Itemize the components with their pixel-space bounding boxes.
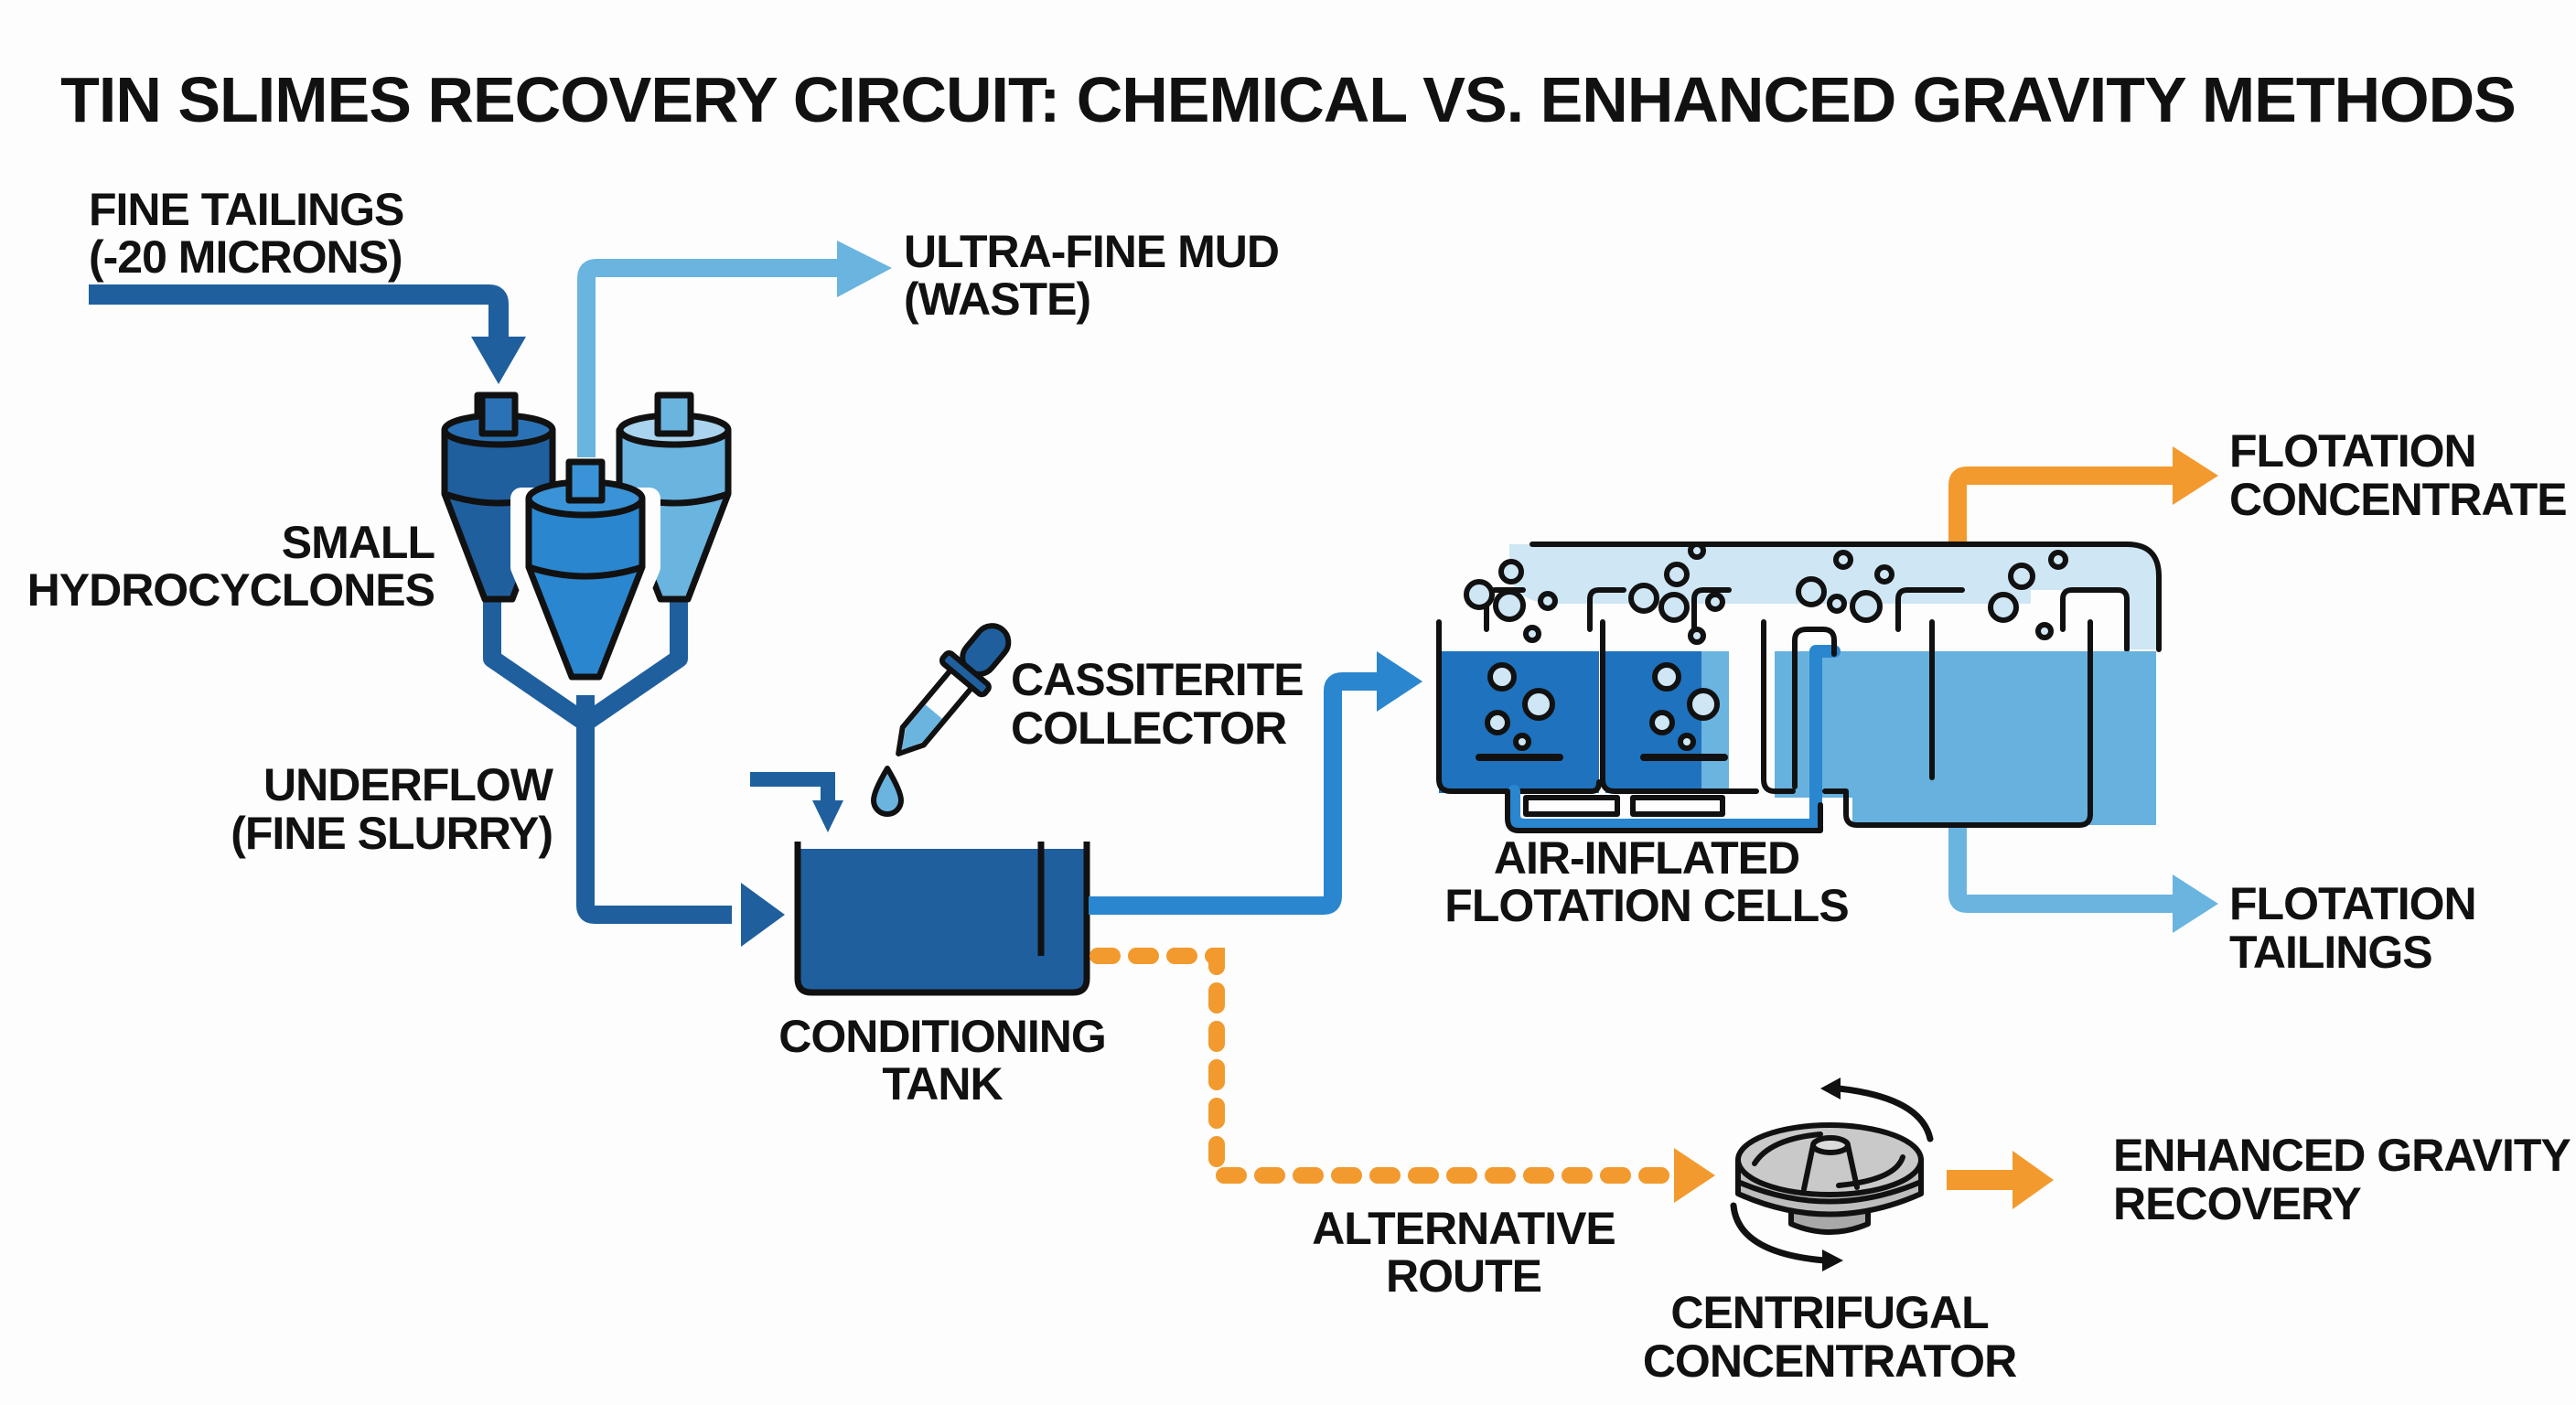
flotation-tailings-line1: FLOTATION xyxy=(2229,878,2476,929)
enhanced-gravity-line2: RECOVERY xyxy=(2113,1178,2361,1229)
alternative-route-line2: ROUTE xyxy=(1386,1250,1541,1302)
hydrocyclones-line1: SMALL xyxy=(282,517,435,568)
centrifugal-line1: CENTRIFUGAL xyxy=(1670,1287,1988,1338)
tank-icon xyxy=(794,842,1090,996)
arrow-head-icon xyxy=(741,883,785,947)
arrow-head-icon xyxy=(812,800,843,832)
hydrocyclones-line2: HYDROCYCLONES xyxy=(27,564,435,616)
rotate-arrow-icon xyxy=(1835,1085,1934,1142)
enhanced-gravity-label: ENHANCED GRAVITY RECOVERY xyxy=(2113,1130,2571,1229)
arrow-head-icon xyxy=(837,241,892,297)
overflow-pipe xyxy=(577,241,892,457)
flotation-concentrate-line1: FLOTATION xyxy=(2229,425,2476,477)
flotation-cell-icon xyxy=(1436,542,2162,833)
flotation-concentrate-label: FLOTATION CONCENTRATE xyxy=(2229,425,2568,525)
underflow-line2: (FINE SLURRY) xyxy=(231,808,553,859)
fine-tailings-label: FINE TAILINGS (-20 MICRONS) xyxy=(89,184,404,283)
ultra-fine-mud-line1: ULTRA-FINE MUD xyxy=(904,226,1279,277)
alternative-route-line1: ALTERNATIVE xyxy=(1312,1203,1615,1254)
arrow-head-icon xyxy=(471,337,526,384)
ultra-fine-mud-line2: (WASTE) xyxy=(904,273,1090,325)
hydrocyclone-left xyxy=(441,391,556,603)
concentrate-pipe xyxy=(1948,446,2218,542)
flotation-cells-label: AIR-INFLATED FLOTATION CELLS xyxy=(1444,832,1849,931)
rotate-arrow-icon xyxy=(1730,1202,1829,1264)
enhanced-gravity-line1: ENHANCED GRAVITY xyxy=(2113,1130,2571,1181)
conditioning-tank-label: CONDITIONING TANK xyxy=(778,1011,1106,1110)
dropper-icon xyxy=(871,623,1012,817)
conditioning-tank-line2: TANK xyxy=(882,1058,1003,1110)
hydrocyclone-center xyxy=(510,458,660,692)
arrow-head-icon xyxy=(2173,874,2218,933)
underflow-label: UNDERFLOW (FINE SLURRY) xyxy=(231,759,555,859)
underflow-pipe xyxy=(576,883,785,947)
centrifuge-icon xyxy=(1730,1078,1934,1271)
flotation-tailings-label: FLOTATION TAILINGS xyxy=(2229,878,2477,978)
alternative-route-pipe xyxy=(1089,948,1715,1203)
hydrocyclones-label: SMALL HYDROCYCLONES xyxy=(27,517,435,616)
centrifugal-label: CENTRIFUGAL CONCENTRATOR xyxy=(1643,1287,2018,1387)
collector-label: CASSITERITE COLLECTOR xyxy=(1011,654,1304,754)
arrow-head-icon xyxy=(2173,446,2218,505)
page-title: TIN SLIMES RECOVERY CIRCUIT: CHEMICAL VS… xyxy=(60,64,2516,135)
feed-pipe xyxy=(89,284,526,384)
gravity-output-pipe xyxy=(1947,1151,2054,1209)
flotation-cells-line1: AIR-INFLATED xyxy=(1494,832,1799,884)
conditioning-tank-line1: CONDITIONING xyxy=(778,1011,1105,1062)
collector-line1: CASSITERITE xyxy=(1011,654,1304,705)
centrifugal-line2: CONCENTRATOR xyxy=(1643,1335,2017,1387)
fine-tailings-line2: (-20 MICRONS) xyxy=(89,231,402,283)
flotation-concentrate-line2: CONCENTRATE xyxy=(2229,474,2567,525)
alternative-route-label: ALTERNATIVE ROUTE xyxy=(1312,1203,1616,1302)
arrow-head-icon xyxy=(2012,1151,2054,1209)
collector-line2: COLLECTOR xyxy=(1011,702,1287,754)
flotation-tailings-line2: TAILINGS xyxy=(2229,927,2432,978)
underflow-line1: UNDERFLOW xyxy=(263,759,554,810)
reagent-feed-pipe xyxy=(750,772,843,832)
arrow-head-icon xyxy=(1377,651,1422,712)
flotation-feed-pipe xyxy=(1089,651,1422,915)
flotation-cells-line2: FLOTATION CELLS xyxy=(1444,880,1848,931)
arrow-head-icon xyxy=(1674,1148,1715,1203)
ultra-fine-mud-label: ULTRA-FINE MUD (WASTE) xyxy=(904,226,1280,325)
droplet-icon xyxy=(871,766,904,817)
tailings-pipe xyxy=(1948,828,2218,933)
fine-tailings-line1: FINE TAILINGS xyxy=(89,184,403,235)
bubbles xyxy=(1464,542,2068,751)
hydrocyclone-icon xyxy=(441,391,732,906)
